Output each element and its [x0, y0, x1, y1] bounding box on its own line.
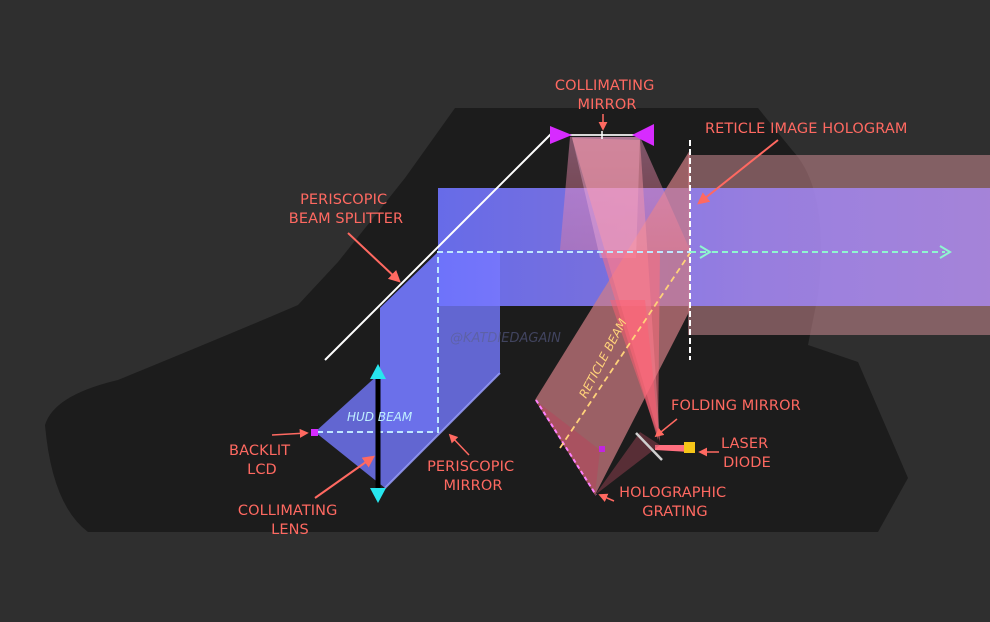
- label-backlit-lcd: BACKLIT LCD: [229, 443, 295, 478]
- laser-diode: [684, 442, 695, 453]
- arrow-backlit-lcd: [271, 428, 309, 438]
- hud-beam-arrowhead-2: [939, 245, 952, 259]
- arrow-holographic-grating: [598, 493, 615, 502]
- hud-beam-label: HUD BEAM: [347, 410, 413, 424]
- hud-beam-lower: [315, 373, 500, 488]
- label-folding-mirror: FOLDING MIRROR: [671, 398, 801, 414]
- label-reticle-image-hologram: RETICLE IMAGE HOLOGRAM: [705, 121, 907, 137]
- label-collimating-lens: COLLIMATING LENS: [238, 503, 342, 538]
- arrow-folding-mirror: [654, 418, 678, 438]
- label-collimating-mirror: COLLIMATING MIRROR: [555, 78, 659, 113]
- label-laser-diode: LASER DIODE: [721, 436, 773, 471]
- collimator-inner-ray: [572, 137, 640, 258]
- holographic-grating: [535, 399, 597, 496]
- hud-beam-arrowhead-1: [699, 245, 712, 259]
- collimating-lens-top-arrow: [370, 364, 386, 379]
- folding-ray-mid: [610, 300, 660, 442]
- periscopic-beam-splitter: [324, 129, 556, 361]
- hud-output-beam: [438, 188, 990, 306]
- arrow-reticle-image-hologram: [697, 139, 779, 205]
- label-periscopic-beam-splitter: PERISCOPIC BEAM SPLITTER: [289, 192, 403, 227]
- grating-shade-2: [595, 432, 660, 495]
- watermark: @KATDIEDAGAIN: [450, 331, 561, 346]
- label-periscopic-mirror: PERISCOPIC MIRROR: [427, 459, 519, 494]
- collimating-mirror-left-marker: [550, 126, 572, 144]
- grating-marker: [599, 446, 605, 452]
- collimator-cone: [560, 137, 690, 250]
- folding-mirror: [635, 432, 663, 461]
- label-holographic-grating: HOLOGRAPHIC GRATING: [619, 485, 731, 520]
- reticle-beam-path: [559, 252, 691, 449]
- periscopic-mirror-edge: [384, 372, 501, 489]
- collimating-lens-bottom-arrow: [370, 488, 386, 503]
- arrow-periscopic-beam-splitter: [347, 232, 401, 283]
- backlit-lcd: [311, 429, 318, 436]
- collimating-mirror-right-marker: [632, 124, 654, 146]
- laser-beam: [655, 445, 690, 452]
- arrow-collimating-lens: [314, 455, 375, 499]
- arrow-periscopic-mirror: [448, 433, 470, 456]
